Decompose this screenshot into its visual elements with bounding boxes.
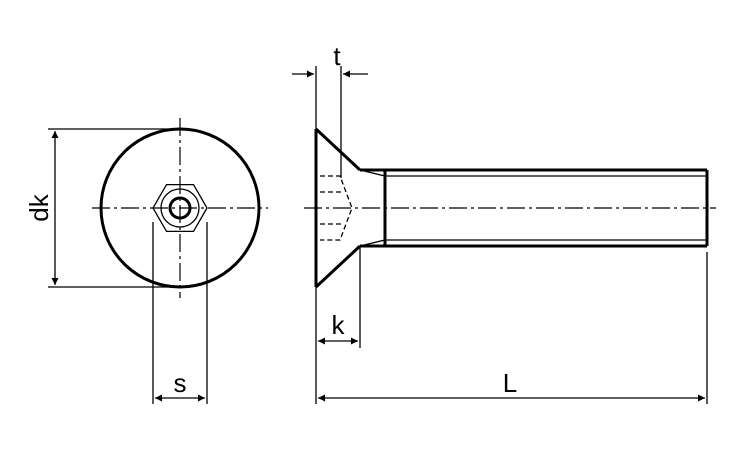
thread-chamfer-top xyxy=(359,169,386,177)
t-dimension: t xyxy=(292,41,368,178)
l-label: L xyxy=(503,368,517,398)
dk-dimension: dk xyxy=(24,128,180,288)
s-dimension: s xyxy=(152,222,208,404)
k-label: k xyxy=(332,310,346,340)
head-cone-top xyxy=(314,127,362,172)
l-dimension: L xyxy=(318,252,708,404)
thread-chamfer-bottom xyxy=(359,239,386,247)
s-label: s xyxy=(174,368,187,398)
head-cone-bottom xyxy=(314,244,362,289)
k-dimension: k xyxy=(315,246,361,404)
dk-label: dk xyxy=(24,193,54,221)
end-view xyxy=(92,118,268,298)
t-label: t xyxy=(333,41,341,71)
side-view xyxy=(304,127,716,289)
